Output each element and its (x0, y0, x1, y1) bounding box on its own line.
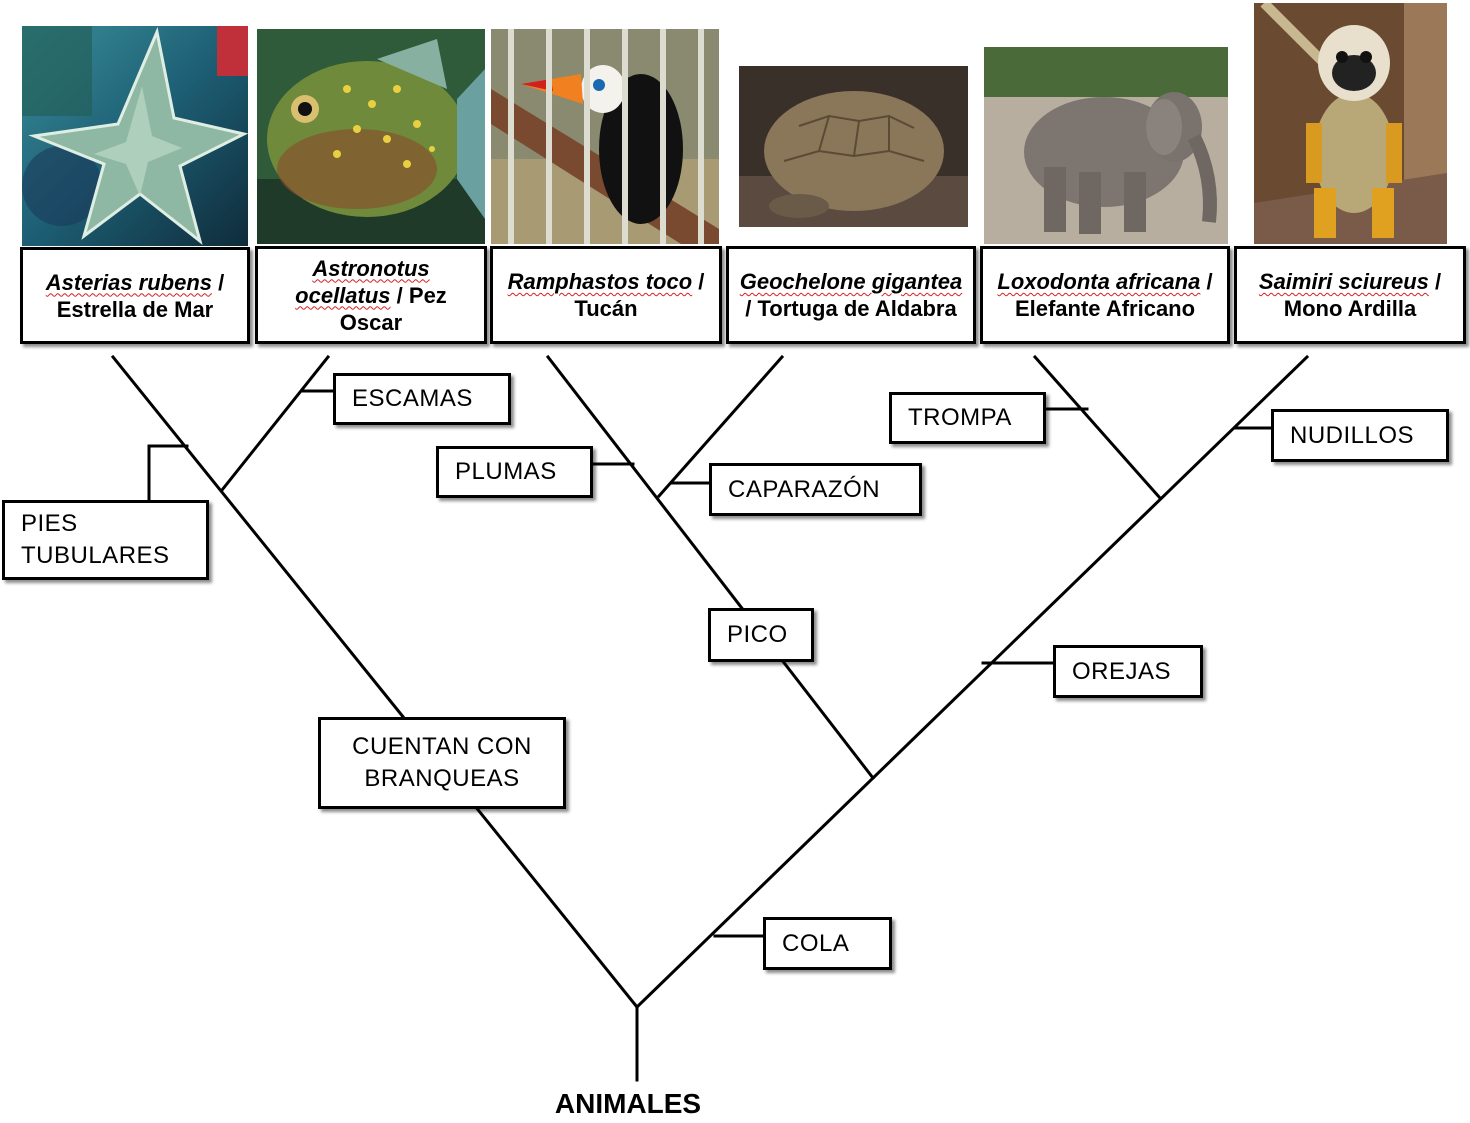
species-box-fish: Astronotus ocellatus / Pez Oscar (255, 246, 487, 344)
scientific-name: Asterias rubens (45, 269, 213, 295)
common-name: Tucán (574, 296, 638, 321)
trait-orejas: OREJAS (1053, 645, 1203, 698)
trait-plumas: PLUMAS (436, 446, 593, 498)
species-box-tortoise: Geochelone gigantea / Tortuga de Aldabra (726, 246, 976, 344)
species-box-elephant: Loxodonta africana / Elefante Africano (980, 246, 1230, 344)
branch-tortoise (656, 354, 785, 499)
trait-trompa: TROMPA (889, 392, 1046, 444)
common-name: Pez Oscar (339, 282, 447, 335)
species-box-toucan: Ramphastos toco / Tucán (490, 246, 722, 344)
scientific-name: Ramphastos toco (507, 269, 693, 294)
branch-left-main (110, 354, 640, 1010)
starfish-photo (22, 26, 248, 246)
common-name: Mono Ardilla (1283, 296, 1417, 321)
common-name: Elefante Africano (1014, 296, 1196, 321)
common-name: Estrella de Mar (56, 296, 214, 322)
trait-caparazon: CAPARAZÓN (709, 463, 922, 516)
tortoise-photo (739, 66, 968, 227)
trait-cola: COLA (763, 917, 892, 970)
species-box-monkey: Saimiri sciureus / Mono Ardilla (1234, 246, 1466, 344)
scientific-name: Loxodonta africana (997, 269, 1201, 294)
branch-elephant (1032, 354, 1163, 501)
root-label: ANIMALES (554, 1088, 702, 1119)
scientific-name: Astronotus ocellatus (295, 255, 430, 308)
branch-pico-clade (545, 354, 876, 781)
species-box-starfish: Asterias rubens / Estrella de Mar (20, 247, 250, 344)
elephant-photo (984, 47, 1228, 244)
common-name: Tortuga de Aldabra (757, 296, 957, 321)
scientific-name: Geochelone gigantea (739, 269, 963, 294)
fish-photo (257, 29, 485, 244)
trait-escamas: ESCAMAS (333, 373, 511, 425)
branch-fish (219, 354, 331, 493)
trait-nudillos: NUDILLOS (1271, 409, 1449, 462)
trait-pico: PICO (708, 608, 814, 662)
scientific-name: Saimiri sciureus (1258, 269, 1429, 294)
monkey-photo (1254, 3, 1447, 244)
toucan-photo (491, 29, 719, 244)
branch-right-main (634, 354, 1310, 1010)
